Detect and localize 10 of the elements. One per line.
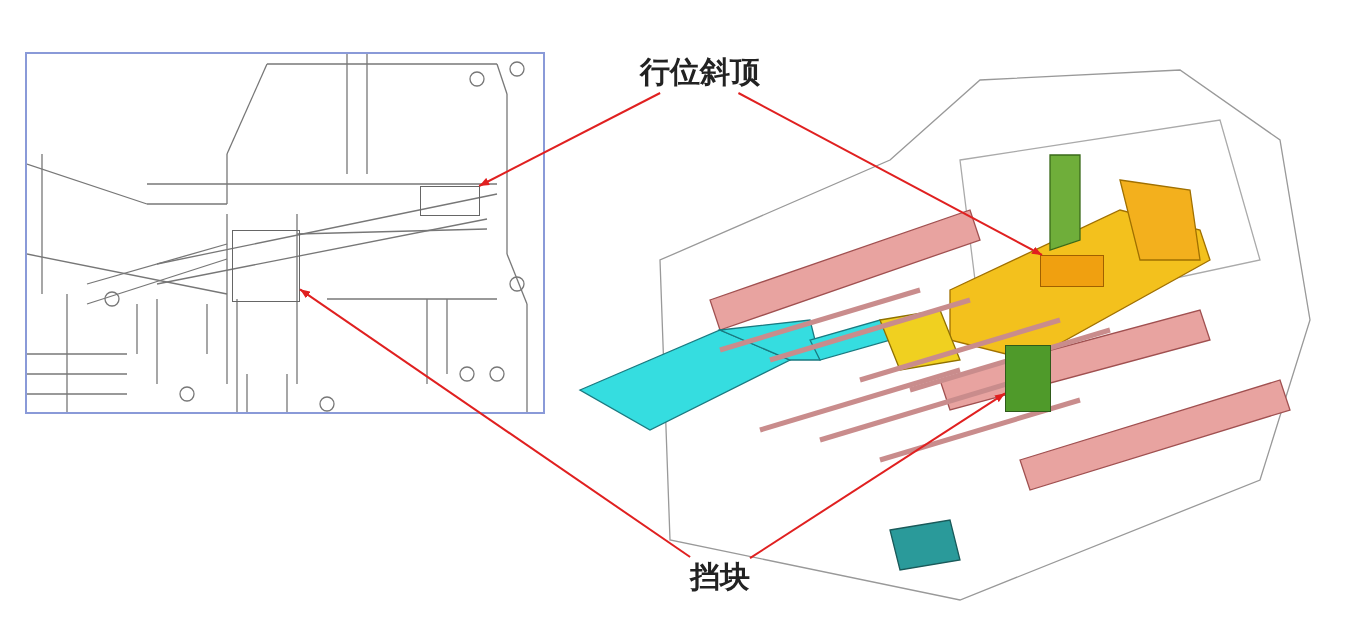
leader-arrow <box>749 392 1006 560</box>
block-section <box>232 230 300 302</box>
callout-label: 挡块 <box>690 557 750 598</box>
slider-section <box>420 186 480 216</box>
leader-arrow <box>299 288 692 558</box>
callout-label: 行位斜顶 <box>640 52 760 93</box>
leader-arrow <box>737 92 1043 256</box>
slider-part <box>1040 255 1104 287</box>
leader-arrow <box>478 92 662 187</box>
block-part <box>1005 345 1051 412</box>
